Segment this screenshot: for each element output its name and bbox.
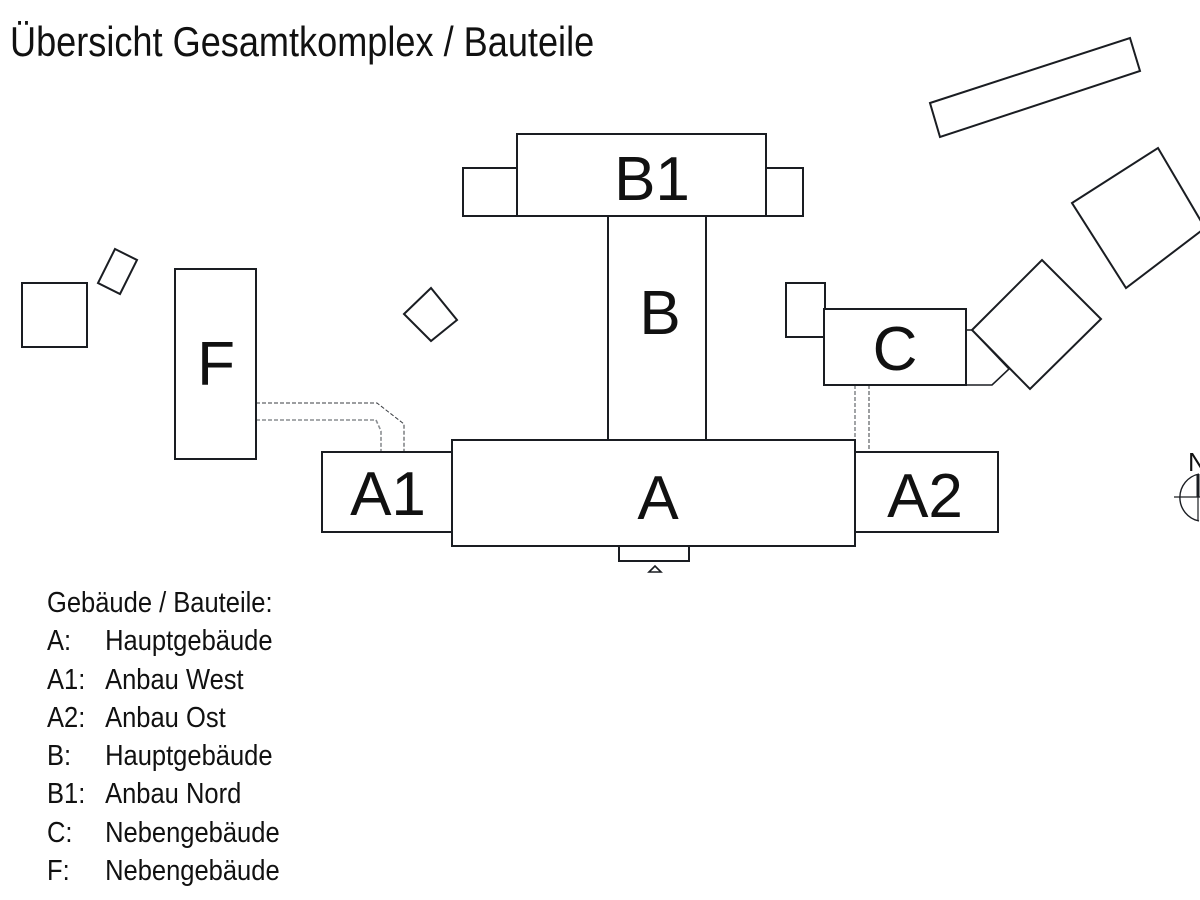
legend-code: A: — [47, 625, 72, 658]
entrance-porch — [618, 545, 690, 562]
legend: Gebäude / Bauteile: A: Hauptgebäude A1: An… — [47, 584, 280, 890]
building-c-label: C — [873, 315, 918, 384]
outbuilding-west-small[interactable] — [96, 247, 139, 296]
building-a-label: A — [637, 464, 679, 533]
legend-item: F: Nebengebäude — [47, 852, 280, 890]
building-a1[interactable] — [321, 451, 453, 533]
legend-name: Anbau West — [105, 663, 244, 696]
building-a1-label: A1 — [350, 460, 426, 529]
entrance-triangle-icon — [647, 564, 663, 573]
building-b[interactable] — [607, 215, 707, 441]
page-title: Übersicht Gesamtkomplex / Bauteile — [10, 18, 595, 65]
legend-item: A1: Anbau West — [47, 661, 280, 699]
outbuilding-northeast-bar[interactable] — [928, 36, 1142, 139]
legend-code: B1: — [47, 778, 86, 811]
legend-code: C: — [47, 816, 73, 849]
legend-name: Nebengebäude — [105, 816, 280, 849]
building-c[interactable] — [823, 308, 967, 386]
legend-code: A2: — [47, 701, 86, 734]
outbuilding-northeast-square[interactable] — [1070, 146, 1200, 290]
building-a[interactable] — [451, 439, 856, 547]
legend-code: A1: — [47, 663, 86, 696]
legend-item: A2: Anbau Ost — [47, 699, 280, 737]
legend-item: C: Nebengebäude — [47, 814, 280, 852]
north-label: N — [1188, 447, 1200, 477]
building-c-annex[interactable] — [785, 282, 826, 338]
building-f[interactable] — [174, 268, 257, 460]
building-f-label: F — [197, 330, 235, 399]
legend-item: B: Hauptgebäude — [47, 737, 280, 775]
legend-item: B1: Anbau Nord — [47, 775, 280, 813]
legend-item: A: Hauptgebäude — [47, 622, 280, 660]
building-b-label: B — [639, 279, 680, 348]
building-b1[interactable] — [516, 133, 767, 217]
building-b1-wing-west[interactable] — [462, 167, 519, 217]
legend-name: Hauptgebäude — [105, 740, 273, 773]
north-arrow-icon: N — [1174, 447, 1200, 522]
building-a2[interactable] — [854, 451, 999, 533]
legend-code: B: — [47, 740, 72, 773]
legend-name: Hauptgebäude — [105, 625, 273, 658]
connector-c-a — [854, 385, 870, 452]
legend-code: F: — [47, 855, 70, 888]
legend-name: Anbau Nord — [105, 778, 242, 811]
legend-name: Nebengebäude — [105, 855, 280, 888]
outbuilding-east-diamond[interactable] — [970, 258, 1103, 391]
connector-f-a — [256, 402, 405, 452]
building-a2-label: A2 — [887, 462, 963, 531]
building-b1-wing-east[interactable] — [765, 167, 804, 217]
outbuilding-west-square[interactable] — [21, 282, 88, 348]
outbuilding-center-small[interactable] — [402, 286, 459, 343]
legend-heading: Gebäude / Bauteile: — [47, 587, 273, 619]
building-b1-label: B1 — [614, 145, 690, 214]
legend-name: Anbau Ost — [105, 701, 226, 734]
